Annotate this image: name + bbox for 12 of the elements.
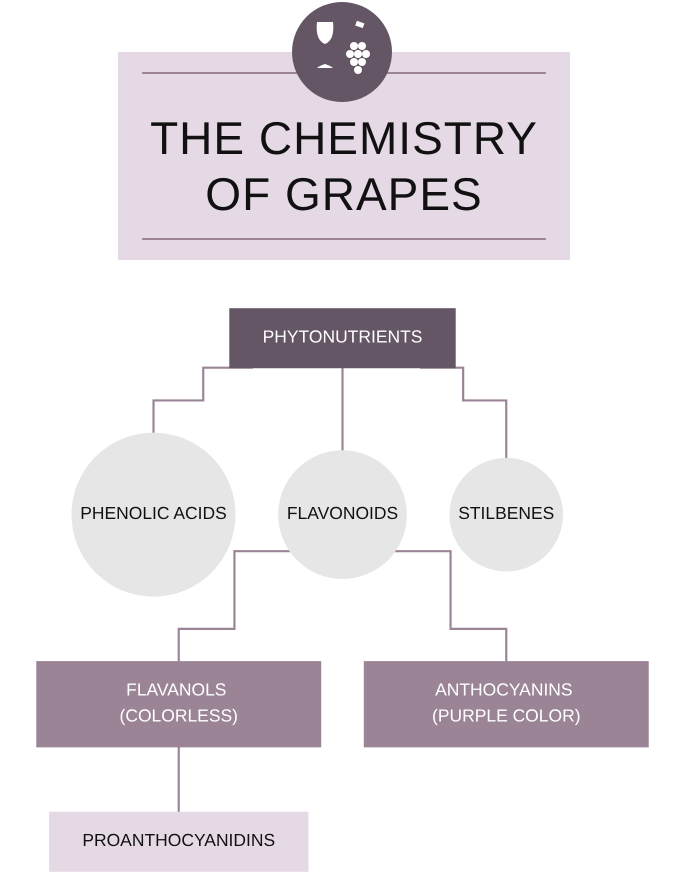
- node-box: FLAVANOLS (COLORLESS): [36, 661, 322, 748]
- connector: [394, 550, 508, 663]
- node-circle: STILBENES: [449, 458, 564, 572]
- node-circle: FLAVONOIDS: [278, 450, 407, 580]
- node-box: PHYTONUTRIENTS: [229, 308, 456, 368]
- title: THE CHEMISTRY OF GRAPES: [149, 111, 539, 222]
- connector: [178, 550, 290, 663]
- connector: [341, 366, 344, 452]
- node-box: PROANTHOCYANIDINS: [49, 812, 308, 872]
- node-box: ANTHOCYANINS (PURPLE COLOR): [364, 661, 649, 748]
- connector: [178, 746, 180, 814]
- node-circle: PHENOLIC ACIDS: [71, 432, 236, 597]
